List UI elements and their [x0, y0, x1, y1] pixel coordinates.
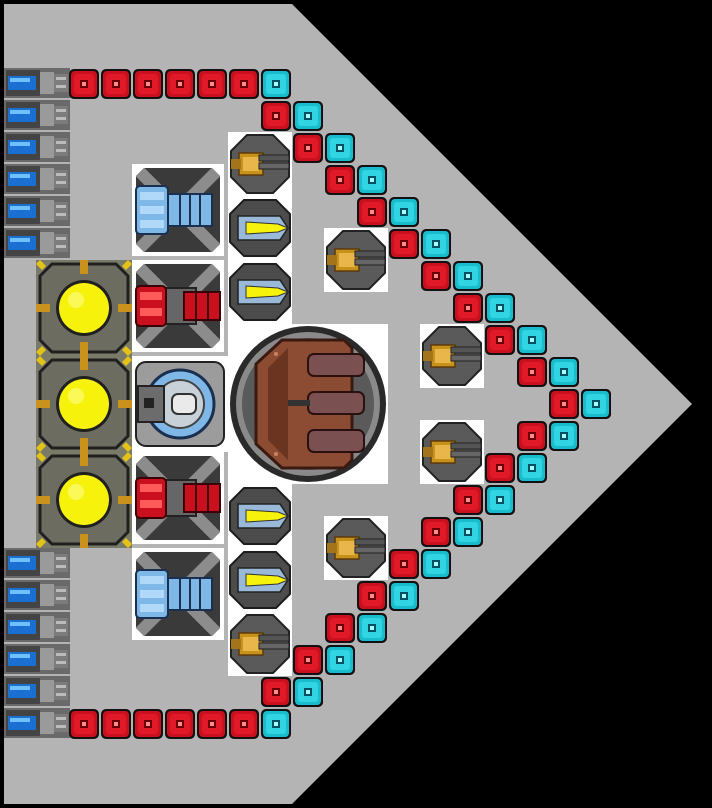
armor-block-cyan[interactable] [389, 581, 419, 611]
armor-block-cyan[interactable] [453, 261, 483, 291]
armor-block-cyan[interactable] [517, 453, 547, 483]
cockpit-module[interactable] [132, 356, 228, 452]
armor-block-cyan[interactable] [517, 325, 547, 355]
reactor-stack[interactable] [34, 258, 134, 550]
thruster[interactable] [4, 676, 70, 706]
armor-block-red[interactable] [325, 613, 355, 643]
gold-turret[interactable] [230, 614, 290, 674]
missile-launcher[interactable] [229, 551, 291, 609]
armor-block-red[interactable] [453, 485, 483, 515]
armor-block-red[interactable] [485, 453, 515, 483]
thruster[interactable] [4, 196, 70, 226]
armor-block-cyan[interactable] [357, 165, 387, 195]
armor-block-red[interactable] [197, 69, 227, 99]
heavy-engine-blue[interactable] [132, 548, 224, 640]
armor-block-red[interactable] [389, 229, 419, 259]
command-bridge-module[interactable] [228, 324, 388, 484]
armor-block-red[interactable] [165, 69, 195, 99]
thruster[interactable] [4, 100, 70, 130]
armor-block-red[interactable] [229, 69, 259, 99]
armor-block-red[interactable] [453, 293, 483, 323]
thruster[interactable] [4, 132, 70, 162]
armor-block-cyan[interactable] [325, 133, 355, 163]
gold-turret[interactable] [326, 518, 386, 578]
armor-block-red[interactable] [549, 389, 579, 419]
armor-block-red[interactable] [261, 101, 291, 131]
armor-block-cyan[interactable] [261, 709, 291, 739]
reactor[interactable] [34, 354, 134, 454]
armor-block-red[interactable] [293, 645, 323, 675]
armor-block-red[interactable] [133, 709, 163, 739]
missile-launcher[interactable] [229, 263, 291, 321]
armor-block-cyan[interactable] [421, 229, 451, 259]
armor-block-red[interactable] [421, 517, 451, 547]
armor-block-cyan[interactable] [453, 517, 483, 547]
thruster[interactable] [4, 708, 70, 738]
armor-block-red[interactable] [229, 709, 259, 739]
armor-block-red[interactable] [293, 133, 323, 163]
armor-block-cyan[interactable] [293, 677, 323, 707]
armor-block-red[interactable] [389, 549, 419, 579]
armor-block-cyan[interactable] [389, 197, 419, 227]
engine-red[interactable] [132, 260, 224, 352]
missile-launcher[interactable] [229, 487, 291, 545]
reactor[interactable] [34, 258, 134, 358]
armor-block-red[interactable] [69, 69, 99, 99]
armor-block-red[interactable] [165, 709, 195, 739]
armor-block-cyan[interactable] [485, 485, 515, 515]
gold-turret[interactable] [230, 134, 290, 194]
thruster[interactable] [4, 580, 70, 610]
thruster[interactable] [4, 644, 70, 674]
armor-block-red[interactable] [197, 709, 227, 739]
gold-turret[interactable] [422, 326, 482, 386]
armor-block-red[interactable] [261, 677, 291, 707]
armor-block-cyan[interactable] [549, 357, 579, 387]
thruster[interactable] [4, 612, 70, 642]
armor-block-red[interactable] [517, 357, 547, 387]
weapon-mounts[interactable] [228, 132, 484, 676]
armor-block-cyan[interactable] [581, 389, 611, 419]
armor-block-red[interactable] [357, 197, 387, 227]
gold-turret[interactable] [326, 230, 386, 290]
missile-launcher[interactable] [229, 199, 291, 257]
thruster[interactable] [4, 228, 70, 258]
gold-turret[interactable] [422, 422, 482, 482]
thruster[interactable] [4, 68, 70, 98]
armor-block-cyan[interactable] [421, 549, 451, 579]
armor-block-cyan[interactable] [325, 645, 355, 675]
armor-block-red[interactable] [325, 165, 355, 195]
armor-block-cyan[interactable] [485, 293, 515, 323]
armor-block-red[interactable] [133, 69, 163, 99]
reactor[interactable] [34, 450, 134, 550]
armor-block-red[interactable] [357, 581, 387, 611]
armor-block-red[interactable] [69, 709, 99, 739]
thruster[interactable] [4, 548, 70, 578]
armor-block-red[interactable] [485, 325, 515, 355]
armor-block-red[interactable] [101, 69, 131, 99]
armor-block-red[interactable] [101, 709, 131, 739]
armor-block-red[interactable] [421, 261, 451, 291]
armor-block-red[interactable] [517, 421, 547, 451]
armor-block-cyan[interactable] [549, 421, 579, 451]
heavy-engine-blue[interactable] [132, 164, 224, 256]
thruster[interactable] [4, 164, 70, 194]
armor-block-cyan[interactable] [357, 613, 387, 643]
armor-block-cyan[interactable] [293, 101, 323, 131]
armor-block-cyan[interactable] [261, 69, 291, 99]
engine-red[interactable] [132, 452, 224, 544]
